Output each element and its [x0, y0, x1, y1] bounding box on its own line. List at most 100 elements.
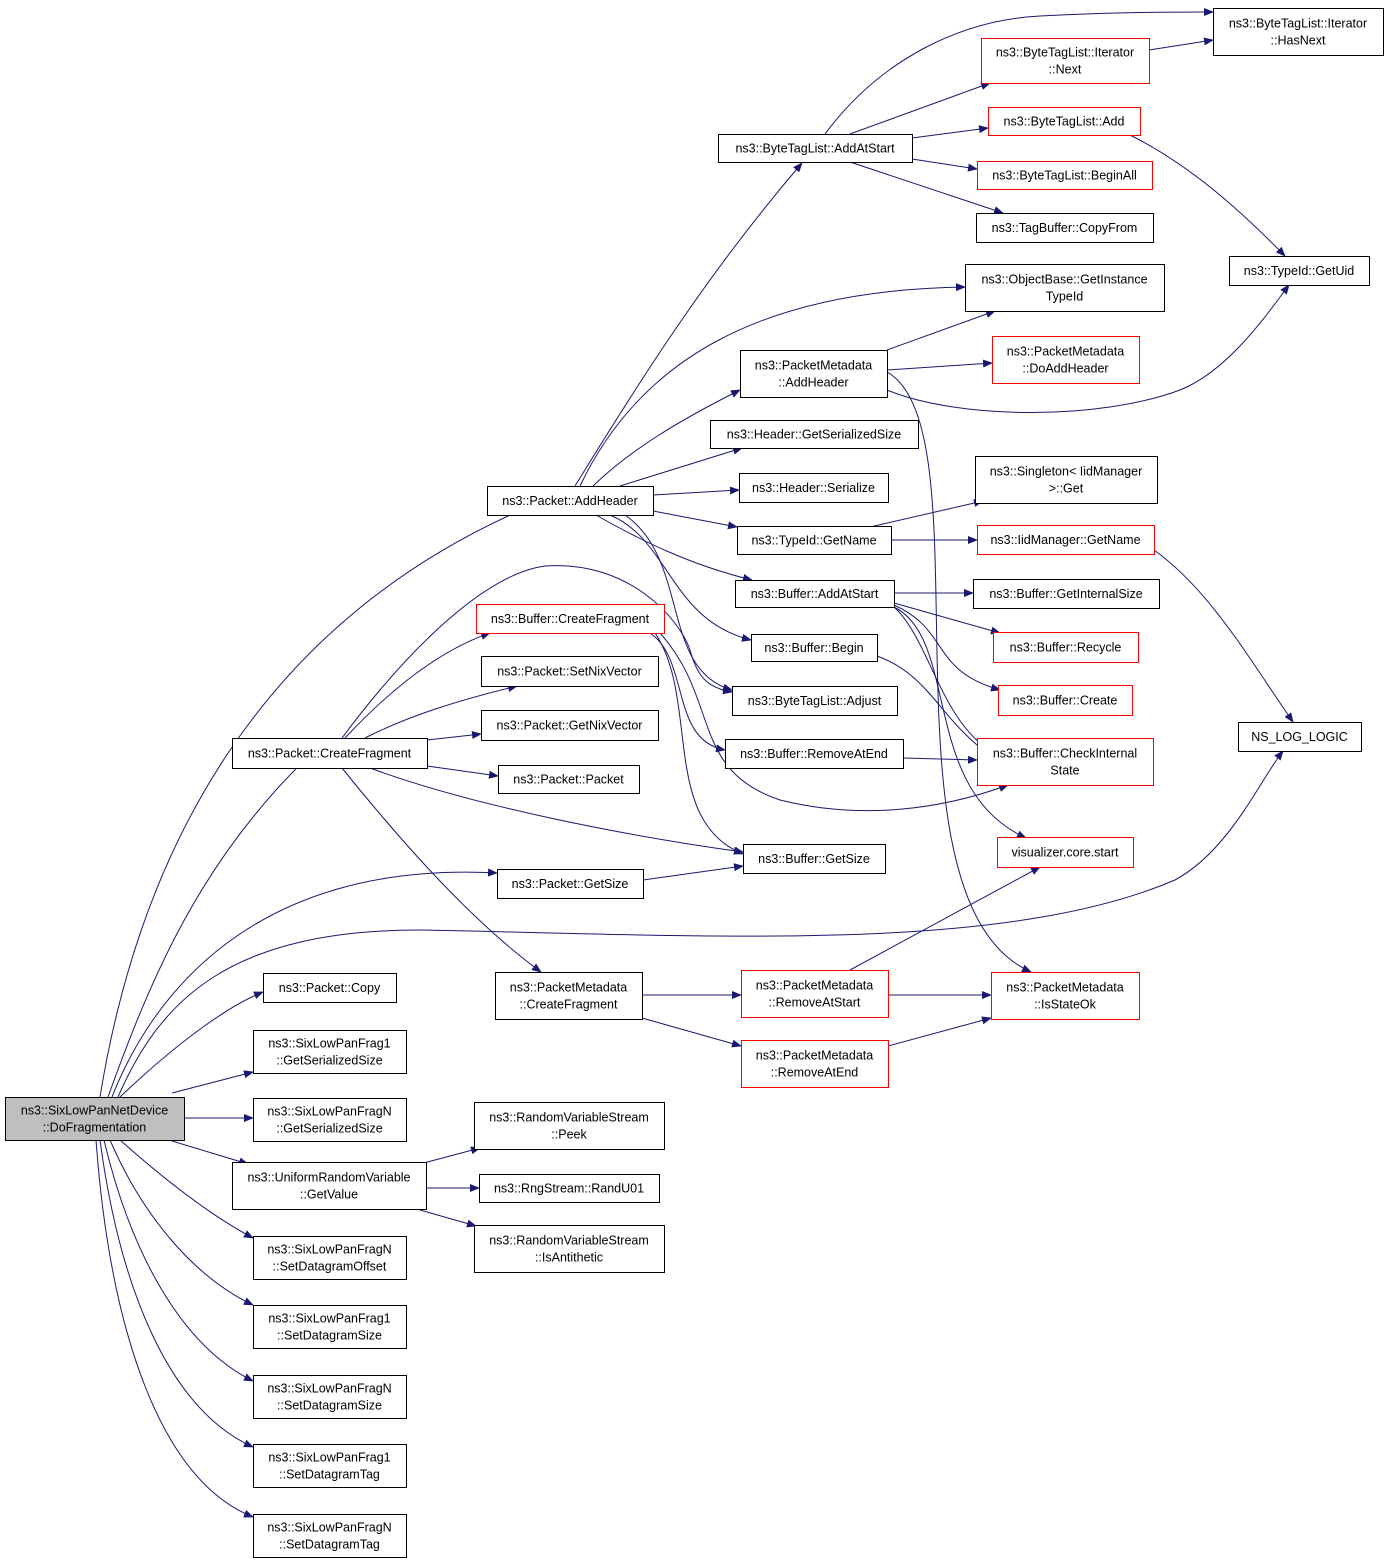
node-buf_createfragment[interactable]: ns3::Buffer::CreateFragment: [476, 604, 665, 634]
node-box[interactable]: [253, 1098, 407, 1142]
node-buf_getinternal[interactable]: ns3::Buffer::GetInternalSize: [973, 579, 1160, 609]
node-fragn_settag[interactable]: ns3::SixLowPanFragN::SetDatagramTag: [253, 1514, 407, 1558]
node-btl_beginall[interactable]: ns3::ByteTagList::BeginAll: [977, 161, 1153, 190]
node-box[interactable]: [977, 525, 1155, 555]
node-box[interactable]: [1229, 256, 1370, 286]
node-pkt_setnix[interactable]: ns3::Packet::SetNixVector: [481, 656, 659, 687]
node-box[interactable]: [741, 1040, 889, 1088]
node-pkt_createfragment[interactable]: ns3::Packet::CreateFragment: [232, 738, 428, 769]
node-box[interactable]: [997, 837, 1134, 868]
node-root[interactable]: ns3::SixLowPanNetDevice::DoFragmentation: [5, 1097, 185, 1141]
node-box[interactable]: [232, 1162, 427, 1210]
node-box[interactable]: [992, 336, 1140, 384]
node-box[interactable]: [725, 739, 904, 769]
node-box[interactable]: [474, 1225, 665, 1273]
node-box[interactable]: [975, 456, 1158, 504]
node-box[interactable]: [710, 420, 919, 449]
node-typeid_getuid[interactable]: ns3::TypeId::GetUid: [1229, 256, 1370, 286]
node-box[interactable]: [977, 738, 1154, 786]
node-box[interactable]: [253, 1514, 407, 1558]
node-fragn_setoffset[interactable]: ns3::SixLowPanFragN::SetDatagramOffset: [253, 1236, 407, 1280]
node-fragn_setsize[interactable]: ns3::SixLowPanFragN::SetDatagramSize: [253, 1375, 407, 1419]
node-box[interactable]: [253, 1305, 407, 1349]
node-box[interactable]: [481, 656, 659, 687]
node-btl_adjust[interactable]: ns3::ByteTagList::Adjust: [732, 686, 898, 716]
node-pm_createfragment[interactable]: ns3::PacketMetadata::CreateFragment: [495, 972, 643, 1020]
node-box[interactable]: [973, 579, 1160, 609]
node-box[interactable]: [1238, 722, 1362, 752]
node-urv_getvalue[interactable]: ns3::UniformRandomVariable::GetValue: [232, 1162, 427, 1210]
node-rng_randu01[interactable]: ns3::RngStream::RandU01: [479, 1174, 660, 1203]
node-box[interactable]: [977, 161, 1153, 190]
node-btl_it_hasnext[interactable]: ns3::ByteTagList::Iterator::HasNext: [1213, 8, 1384, 56]
node-singleton_get[interactable]: ns3::Singleton< IidManager>::Get: [975, 456, 1158, 504]
node-box[interactable]: [976, 213, 1154, 243]
node-box[interactable]: [479, 1174, 660, 1203]
node-buf_begin[interactable]: ns3::Buffer::Begin: [751, 634, 878, 662]
node-box[interactable]: [751, 634, 878, 662]
node-box[interactable]: [474, 1102, 665, 1150]
node-box[interactable]: [1213, 8, 1384, 56]
node-box[interactable]: [998, 685, 1133, 716]
node-box[interactable]: [476, 604, 665, 634]
node-pkt_getsize[interactable]: ns3::Packet::GetSize: [497, 869, 644, 899]
node-box[interactable]: [498, 765, 640, 794]
node-buf_recycle[interactable]: ns3::Buffer::Recycle: [993, 632, 1139, 663]
node-frag1_setsize[interactable]: ns3::SixLowPanFrag1::SetDatagramSize: [253, 1305, 407, 1349]
node-hdr_serialize[interactable]: ns3::Header::Serialize: [739, 473, 889, 503]
node-box[interactable]: [981, 38, 1150, 84]
node-pm_removeatstart[interactable]: ns3::PacketMetadata::RemoveAtStart: [741, 970, 889, 1018]
node-box[interactable]: [718, 134, 913, 163]
node-box[interactable]: [735, 580, 895, 608]
node-frag1_settag[interactable]: ns3::SixLowPanFrag1::SetDatagramTag: [253, 1444, 407, 1488]
node-tagbuf_copyfrom[interactable]: ns3::TagBuffer::CopyFrom: [976, 213, 1154, 243]
node-buf_addatstart[interactable]: ns3::Buffer::AddAtStart: [735, 580, 895, 608]
node-box[interactable]: [988, 107, 1141, 136]
node-pm_removeatend[interactable]: ns3::PacketMetadata::RemoveAtEnd: [741, 1040, 889, 1088]
node-btl_addatstart[interactable]: ns3::ByteTagList::AddAtStart: [718, 134, 913, 163]
node-rvs_peek[interactable]: ns3::RandomVariableStream::Peek: [474, 1102, 665, 1150]
node-pkt_addheader[interactable]: ns3::Packet::AddHeader: [487, 486, 654, 516]
node-pkt_getnix[interactable]: ns3::Packet::GetNixVector: [481, 710, 659, 741]
node-box[interactable]: [253, 1444, 407, 1488]
node-box[interactable]: [743, 844, 886, 874]
node-buf_create[interactable]: ns3::Buffer::Create: [998, 685, 1133, 716]
node-fragn_getser[interactable]: ns3::SixLowPanFragN::GetSerializedSize: [253, 1098, 407, 1142]
node-box[interactable]: [993, 632, 1139, 663]
node-btl_it_next[interactable]: ns3::ByteTagList::Iterator::Next: [981, 38, 1150, 84]
node-pm_addheader[interactable]: ns3::PacketMetadata::AddHeader: [740, 350, 888, 398]
node-pkt_copy[interactable]: ns3::Packet::Copy: [263, 973, 397, 1003]
node-box[interactable]: [263, 973, 397, 1003]
node-box[interactable]: [739, 473, 889, 503]
node-pkt_packet[interactable]: ns3::Packet::Packet: [498, 765, 640, 794]
node-rvs_isanti[interactable]: ns3::RandomVariableStream::IsAntithetic: [474, 1225, 665, 1273]
node-box[interactable]: [495, 972, 643, 1020]
node-box[interactable]: [965, 264, 1165, 312]
node-btl_add[interactable]: ns3::ByteTagList::Add: [988, 107, 1141, 136]
node-box[interactable]: [740, 350, 888, 398]
node-pm_doaddheader[interactable]: ns3::PacketMetadata::DoAddHeader: [992, 336, 1140, 384]
node-box[interactable]: [487, 486, 654, 516]
node-box[interactable]: [253, 1236, 407, 1280]
node-box[interactable]: [732, 686, 898, 716]
node-box[interactable]: [497, 869, 644, 899]
node-vis_start[interactable]: visualizer.core.start: [997, 837, 1134, 868]
node-frag1_getser[interactable]: ns3::SixLowPanFrag1::GetSerializedSize: [253, 1030, 407, 1074]
node-box[interactable]: [737, 526, 892, 555]
node-box[interactable]: [481, 710, 659, 741]
node-box[interactable]: [253, 1030, 407, 1074]
node-iid_getname[interactable]: ns3::IidManager::GetName: [977, 525, 1155, 555]
node-box[interactable]: [741, 970, 889, 1018]
node-buf_getsize[interactable]: ns3::Buffer::GetSize: [743, 844, 886, 874]
node-buf_removeatend[interactable]: ns3::Buffer::RemoveAtEnd: [725, 739, 904, 769]
node-box[interactable]: [5, 1097, 185, 1141]
node-ns_log_logic[interactable]: NS_LOG_LOGIC: [1238, 722, 1362, 752]
node-box[interactable]: [232, 738, 428, 769]
node-pm_isstateok[interactable]: ns3::PacketMetadata::IsStateOk: [991, 972, 1140, 1020]
node-box[interactable]: [253, 1375, 407, 1419]
node-box[interactable]: [991, 972, 1140, 1020]
node-typeid_getname[interactable]: ns3::TypeId::GetName: [737, 526, 892, 555]
node-hdr_getser[interactable]: ns3::Header::GetSerializedSize: [710, 420, 919, 449]
